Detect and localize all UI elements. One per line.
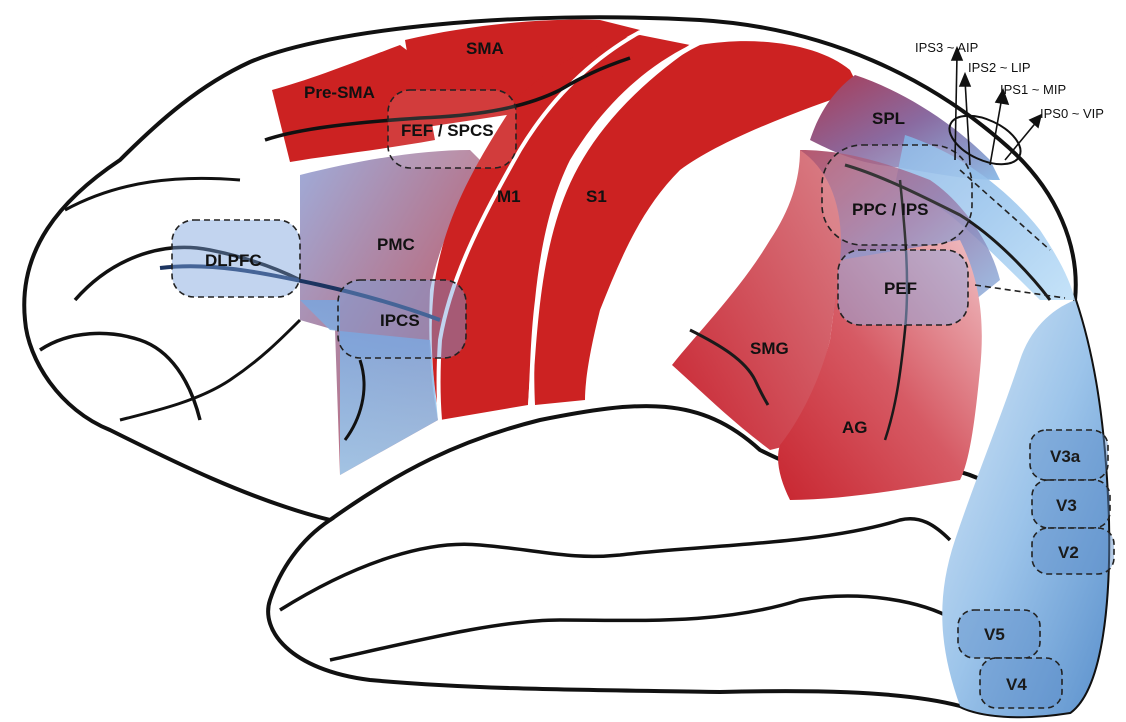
ipcs-label: IPCS [380, 311, 420, 330]
ips1-label: IPS1 ~ MIP [1000, 82, 1066, 97]
ppc-ips-label: PPC / IPS [852, 200, 929, 219]
v3-label: V3 [1056, 496, 1077, 515]
ag-label: AG [842, 418, 868, 437]
m1-label: M1 [497, 187, 521, 206]
v3a-label: V3a [1050, 447, 1081, 466]
pmc-label: PMC [377, 235, 415, 254]
ppc-ips-box [822, 145, 972, 245]
sma-label: SMA [466, 39, 504, 58]
fef-spcs-label: FEF / SPCS [401, 121, 494, 140]
v5-label: V5 [984, 625, 1005, 644]
v2-label: V2 [1058, 543, 1079, 562]
ips2-label: IPS2 ~ LIP [968, 60, 1031, 75]
dlpfc-label: DLPFC [205, 251, 262, 270]
smg-label: SMG [750, 339, 789, 358]
pre-sma-label: Pre-SMA [304, 83, 375, 102]
ips3-label: IPS3 ~ AIP [915, 40, 978, 55]
v4-label: V4 [1006, 675, 1027, 694]
spl-label: SPL [872, 109, 905, 128]
pef-label: PEF [884, 279, 917, 298]
s1-label: S1 [586, 187, 607, 206]
ips0-label: IPS0 ~ VIP [1040, 106, 1104, 121]
